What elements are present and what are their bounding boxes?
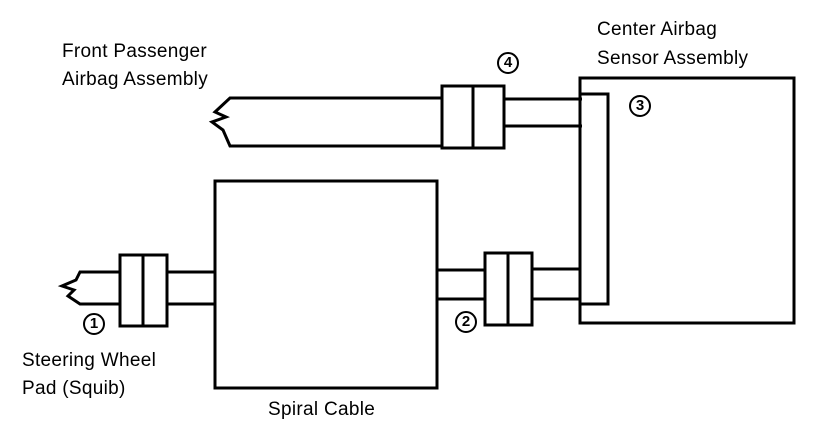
callout-4: 4: [497, 52, 519, 74]
center-sensor-label-line1: Center Airbag: [597, 19, 718, 40]
center-airbag-sensor-box: [578, 76, 796, 325]
spiral-cable-label: Spiral Cable: [268, 399, 376, 420]
front-passenger-harness: [208, 96, 444, 148]
callout-3: 3: [629, 95, 651, 117]
steering-wheel-label-line2: Pad (Squib): [22, 378, 126, 399]
callout-1: 1: [83, 313, 105, 335]
steering-wheel-label-line1: Steering Wheel: [22, 350, 157, 371]
steering-wheel-harness: [57, 270, 120, 306]
connector-3: [578, 92, 610, 306]
front-passenger-label-line2: Airbag Assembly: [62, 69, 209, 90]
center-sensor-label-line2: Sensor Assembly: [597, 48, 749, 69]
front-passenger-label-line1: Front Passenger: [62, 41, 207, 62]
spiral-cable-box: [213, 179, 439, 390]
callout-2: 2: [455, 311, 477, 333]
